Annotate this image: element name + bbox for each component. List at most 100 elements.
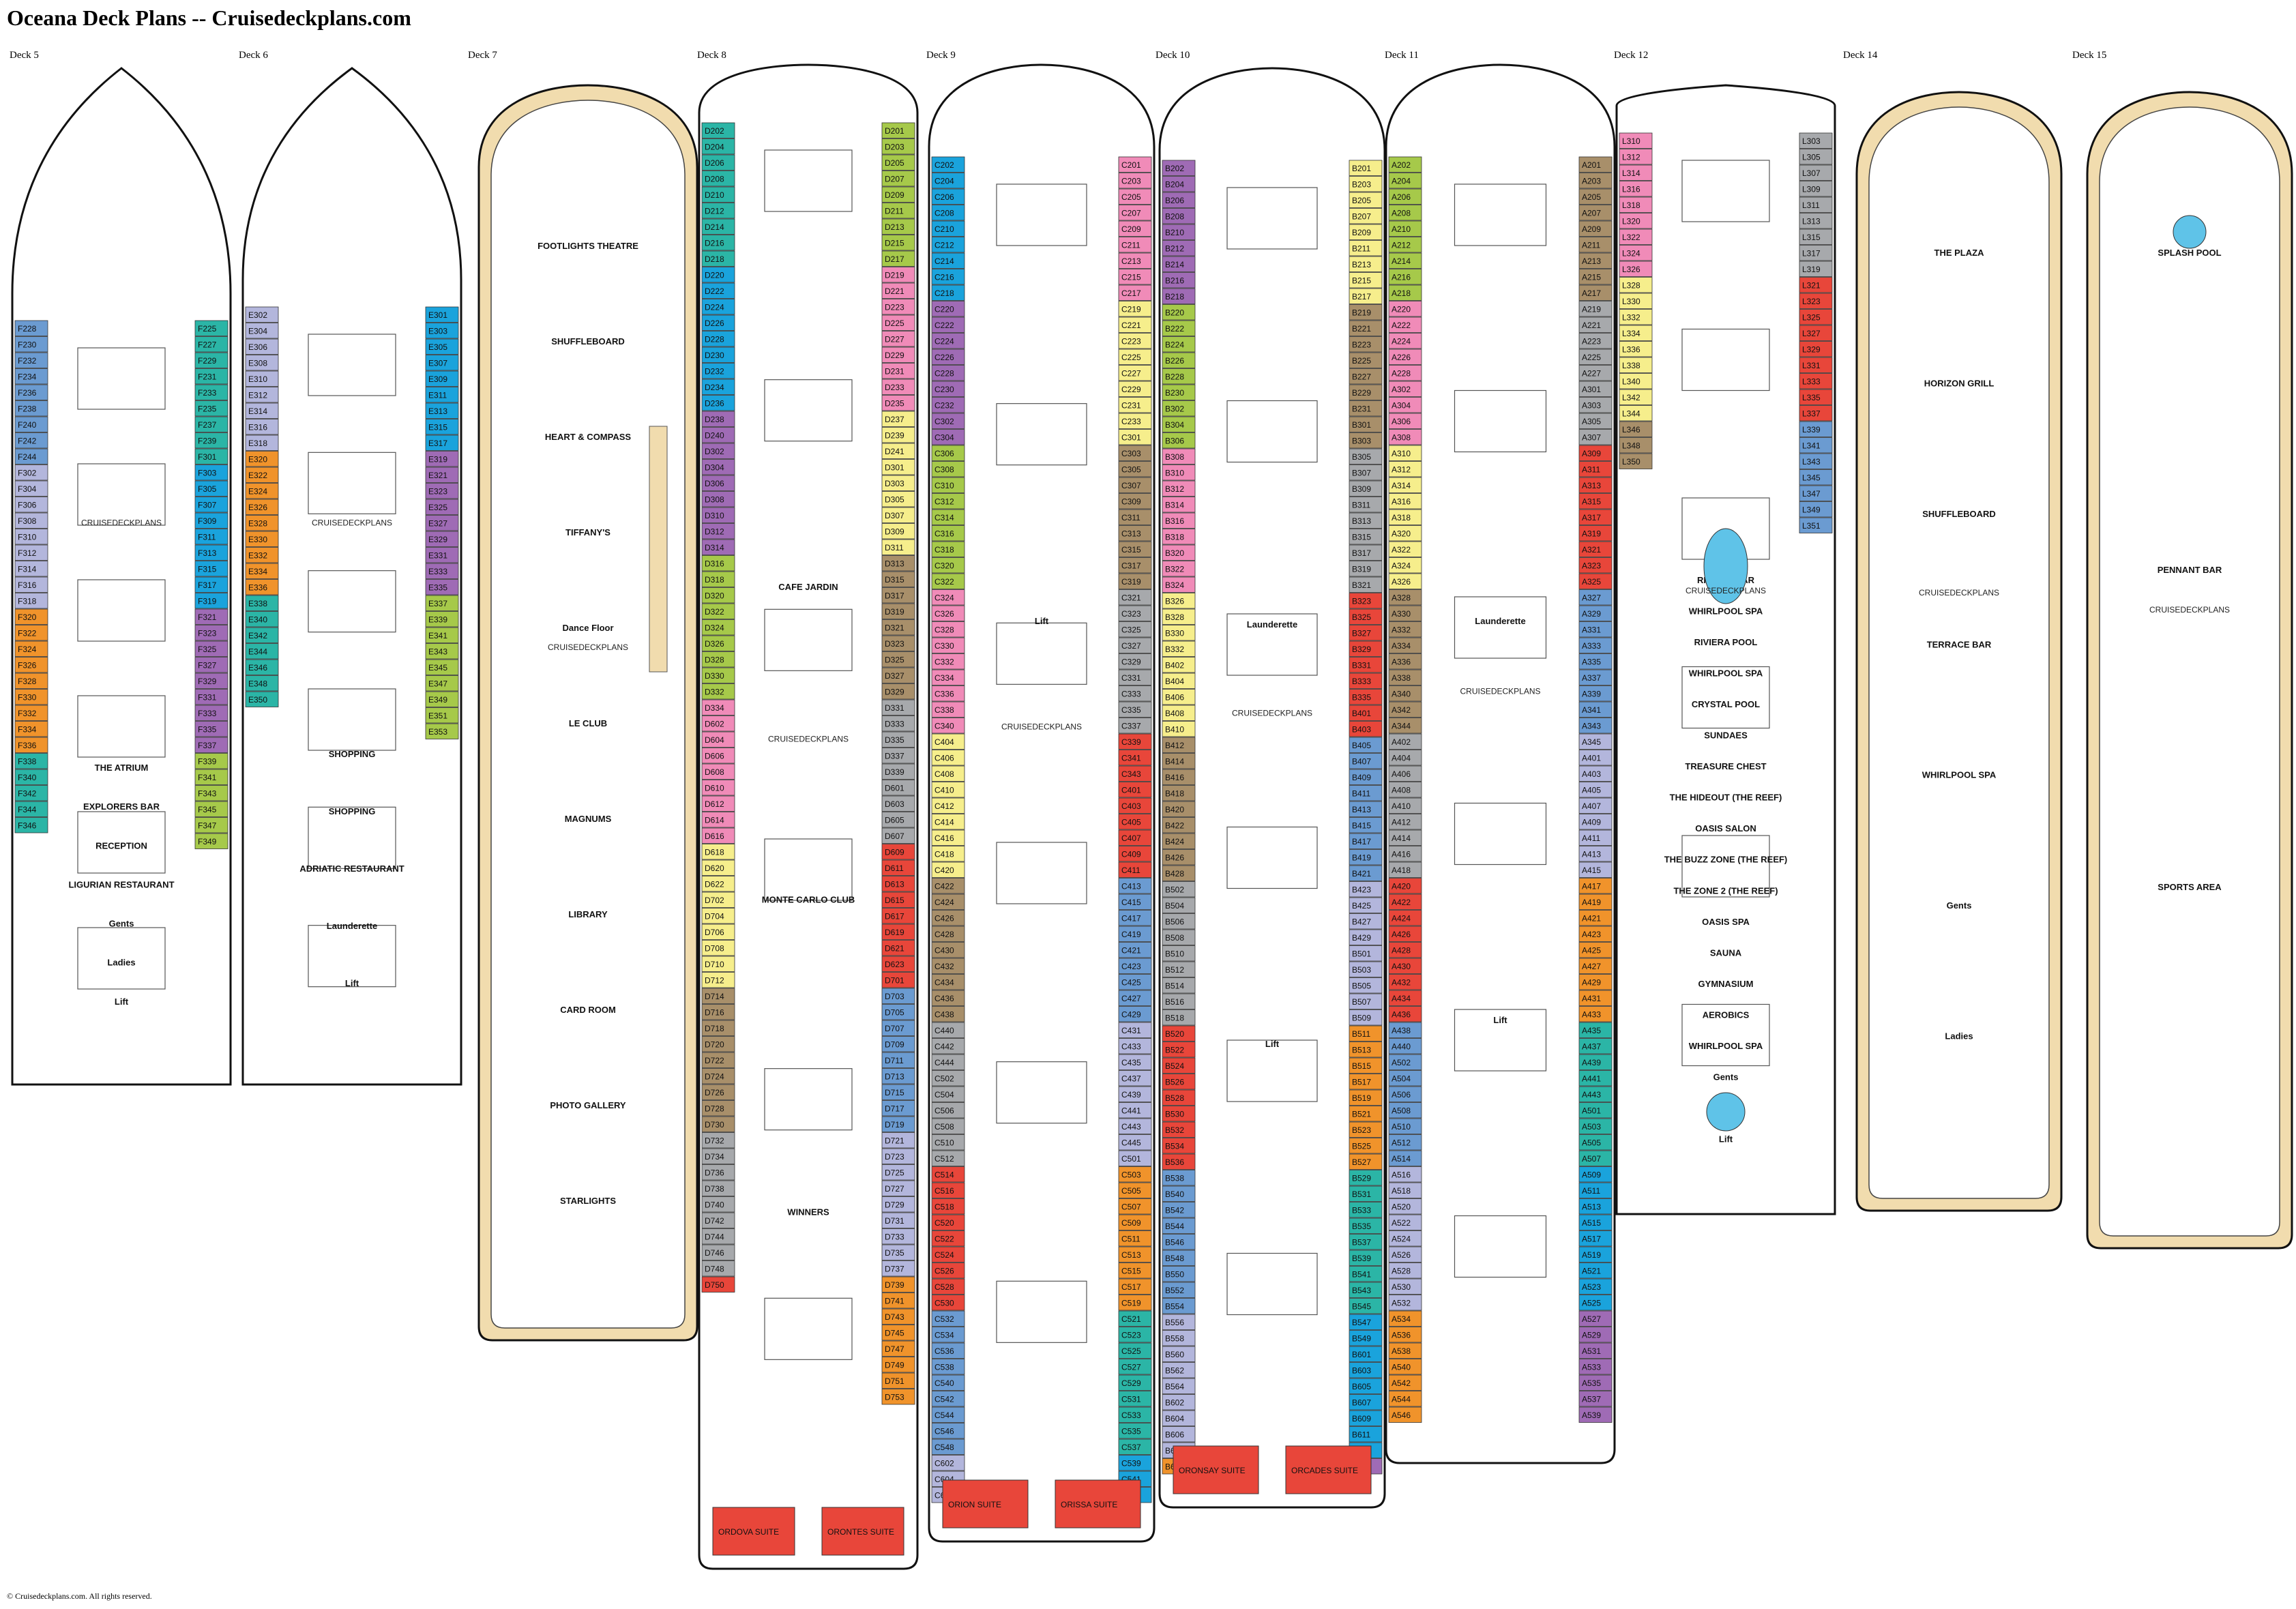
- cabin[interactable]: [931, 1263, 965, 1279]
- cabin[interactable]: [1349, 1170, 1383, 1186]
- cabin[interactable]: [1349, 1298, 1383, 1314]
- cabin[interactable]: [14, 480, 48, 497]
- cabin[interactable]: [1349, 801, 1383, 817]
- cabin[interactable]: [881, 1196, 915, 1213]
- cabin[interactable]: [881, 908, 915, 924]
- cabin[interactable]: [701, 715, 735, 732]
- cabin[interactable]: [14, 593, 48, 609]
- cabin[interactable]: [931, 573, 965, 589]
- cabin[interactable]: [1162, 304, 1196, 321]
- cabin[interactable]: [931, 1438, 965, 1455]
- cabin[interactable]: [931, 1342, 965, 1359]
- cabin[interactable]: [931, 1327, 965, 1343]
- cabin[interactable]: [1162, 240, 1196, 256]
- cabin[interactable]: [1349, 512, 1383, 529]
- cabin[interactable]: [1799, 405, 1833, 422]
- cabin[interactable]: [881, 1004, 915, 1020]
- cabin[interactable]: [881, 827, 915, 844]
- cabin[interactable]: [1388, 765, 1422, 782]
- cabin[interactable]: [701, 443, 735, 459]
- cabin[interactable]: [1799, 437, 1833, 454]
- cabin[interactable]: [701, 235, 735, 251]
- cabin[interactable]: [245, 579, 279, 595]
- cabin[interactable]: [1578, 445, 1613, 461]
- cabin[interactable]: [1162, 1410, 1196, 1426]
- cabin[interactable]: [1619, 405, 1653, 422]
- cabin[interactable]: [1118, 541, 1152, 557]
- cabin[interactable]: [425, 563, 459, 579]
- cabin[interactable]: [1578, 1359, 1613, 1375]
- cabin[interactable]: [1349, 1185, 1383, 1202]
- cabin[interactable]: [1118, 589, 1152, 606]
- cabin[interactable]: [881, 1308, 915, 1325]
- cabin[interactable]: [1388, 477, 1422, 493]
- cabin[interactable]: [1388, 990, 1422, 1006]
- cabin[interactable]: [1388, 525, 1422, 542]
- cabin[interactable]: [931, 1374, 965, 1391]
- cabin[interactable]: [425, 306, 459, 323]
- cabin[interactable]: [245, 306, 279, 323]
- cabin[interactable]: [1619, 149, 1653, 165]
- cabin[interactable]: [1578, 1150, 1613, 1166]
- cabin[interactable]: [881, 1325, 915, 1341]
- cabin[interactable]: [881, 731, 915, 748]
- cabin[interactable]: [14, 625, 48, 641]
- cabin[interactable]: [701, 763, 735, 780]
- cabin[interactable]: [1388, 1022, 1422, 1038]
- cabin[interactable]: [1118, 493, 1152, 510]
- cabin[interactable]: [1162, 1330, 1196, 1346]
- cabin[interactable]: [1349, 673, 1383, 689]
- cabin[interactable]: [1388, 349, 1422, 365]
- cabin[interactable]: [1388, 958, 1422, 974]
- cabin[interactable]: [245, 499, 279, 515]
- cabin[interactable]: [1118, 381, 1152, 397]
- cabin[interactable]: [1118, 765, 1152, 782]
- cabin[interactable]: [1388, 1230, 1422, 1247]
- cabin[interactable]: [701, 859, 735, 876]
- cabin[interactable]: [1388, 220, 1422, 237]
- cabin[interactable]: [14, 657, 48, 673]
- cabin[interactable]: [931, 765, 965, 782]
- cabin[interactable]: [1578, 173, 1613, 189]
- cabin[interactable]: [1162, 529, 1196, 545]
- cabin[interactable]: [194, 753, 229, 769]
- cabin[interactable]: [1118, 685, 1152, 702]
- cabin[interactable]: [1388, 814, 1422, 830]
- cabin[interactable]: [1578, 1118, 1613, 1134]
- cabin[interactable]: [1162, 497, 1196, 513]
- cabin[interactable]: [701, 379, 735, 395]
- cabin[interactable]: [931, 349, 965, 365]
- cabin[interactable]: [1349, 913, 1383, 930]
- cabin[interactable]: [1388, 316, 1422, 333]
- cabin[interactable]: [1578, 701, 1613, 718]
- cabin[interactable]: [1162, 1250, 1196, 1266]
- cabin[interactable]: [245, 419, 279, 435]
- cabin[interactable]: [1349, 256, 1383, 272]
- cabin[interactable]: [881, 587, 915, 604]
- cabin[interactable]: [194, 368, 229, 385]
- cabin[interactable]: [14, 785, 48, 801]
- cabin[interactable]: [425, 370, 459, 387]
- cabin[interactable]: [701, 186, 735, 203]
- cabin[interactable]: [14, 432, 48, 449]
- cabin[interactable]: [701, 218, 735, 235]
- cabin[interactable]: [701, 780, 735, 796]
- cabin[interactable]: [931, 316, 965, 333]
- deck-plan[interactable]: E302E304E306E308E310E312E314E316E318E320…: [241, 67, 462, 1086]
- cabin[interactable]: [425, 323, 459, 339]
- cabin[interactable]: [1578, 782, 1613, 798]
- cabin[interactable]: [425, 451, 459, 467]
- cabin[interactable]: [14, 753, 48, 769]
- cabin[interactable]: [931, 269, 965, 285]
- cabin[interactable]: [1388, 429, 1422, 445]
- cabin[interactable]: [14, 384, 48, 400]
- cabin[interactable]: [881, 171, 915, 187]
- cabin[interactable]: [1349, 561, 1383, 577]
- cabin[interactable]: [881, 314, 915, 331]
- cabin[interactable]: [1349, 657, 1383, 673]
- cabin[interactable]: [14, 801, 48, 817]
- cabin[interactable]: [1162, 1057, 1196, 1074]
- cabin[interactable]: [1799, 341, 1833, 357]
- cabin[interactable]: [701, 1244, 735, 1260]
- cabin[interactable]: [931, 557, 965, 574]
